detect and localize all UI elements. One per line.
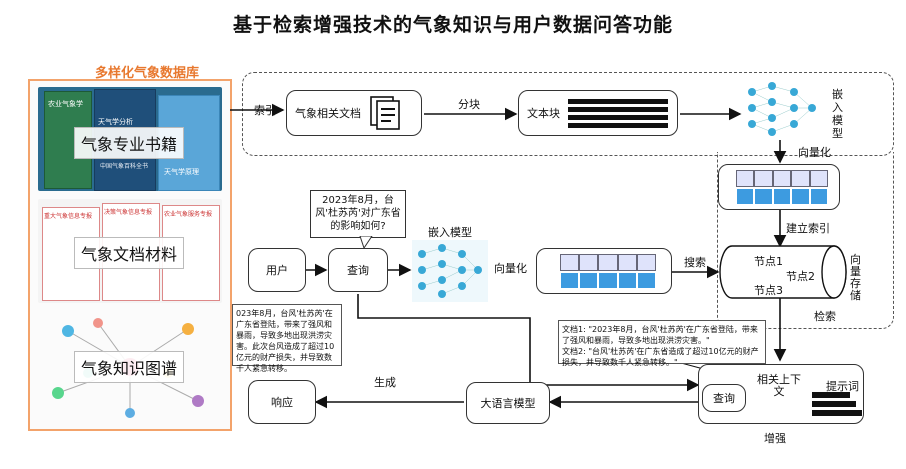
vector-store-label: 向量存储 bbox=[850, 253, 861, 302]
book-title: 天气学分析 bbox=[98, 118, 133, 126]
book-title: 农业气象学 bbox=[48, 100, 83, 108]
embedding-network-icon bbox=[412, 240, 488, 302]
augment-label: 增强 bbox=[764, 432, 786, 445]
vectorize-label-top: 向量化 bbox=[798, 146, 831, 159]
retrieve-label: 检索 bbox=[814, 310, 836, 323]
documents-label: 气象文档材料 bbox=[74, 237, 185, 269]
documents-icon bbox=[370, 96, 400, 130]
doc-title: 重大气象信息专报 bbox=[44, 213, 93, 220]
response-box: 响应 bbox=[248, 380, 316, 424]
augment-query-box: 查询 bbox=[702, 384, 746, 412]
node-3: 节点3 bbox=[754, 284, 783, 297]
database-heading: 多样化气象数据库 bbox=[95, 66, 200, 81]
node-1: 节点1 bbox=[754, 255, 783, 268]
prompt-bar bbox=[812, 401, 856, 407]
vector-row-dark bbox=[560, 272, 656, 289]
documents-image: 重大气象信息专报 决策气象信息专报 农业气象服务专报 气象文档材料 bbox=[38, 199, 222, 303]
retrieved-documents-note: 文档1: "2023年8月，台风'杜苏芮'在广东省登陆，带来了强风和暴雨，导致多… bbox=[558, 320, 766, 367]
vector-store-cylinder bbox=[719, 245, 847, 299]
knowledge-graph-image: 气象知识图谱 bbox=[38, 313, 222, 421]
answer-note: 023年8月，台风'杜苏芮'在广东省登陆，带来了强风和暴雨，导致多地出现洪涝灾害… bbox=[232, 304, 342, 373]
vector-row-light bbox=[560, 254, 656, 271]
query-box: 查询 bbox=[328, 248, 388, 292]
related-documents-box: 气象相关文档 bbox=[286, 90, 422, 136]
vector-store-region bbox=[717, 152, 894, 329]
context-label: 相关上下文 bbox=[757, 373, 801, 398]
chunk-label: 分块 bbox=[458, 98, 480, 111]
text-block-lines bbox=[568, 98, 668, 128]
book-title: 天气学原理 bbox=[164, 168, 199, 176]
book-title: 中国气象百科全书 bbox=[100, 163, 149, 170]
prompt-bar bbox=[812, 410, 862, 416]
embed-model-label-mid: 嵌入模型 bbox=[428, 226, 472, 239]
question-bubble-tail bbox=[359, 236, 373, 250]
embed-model-label-top: 嵌入模型 bbox=[832, 88, 843, 140]
vectorize-label-mid: 向量化 bbox=[494, 262, 527, 275]
vector-row-light bbox=[736, 170, 828, 187]
books-label: 气象专业书籍 bbox=[74, 127, 185, 159]
text-block-box: 文本块 bbox=[518, 90, 678, 136]
user-box: 用户 bbox=[248, 248, 306, 292]
index-label: 索引 bbox=[254, 104, 276, 117]
generate-label: 生成 bbox=[374, 376, 396, 389]
prompt-label: 提示词 bbox=[826, 380, 859, 393]
doc-title: 决策气象信息专报 bbox=[104, 209, 153, 216]
database-panel: 农业气象学 天气学分析 天气学原理 中国气象百科全书 气象专业书籍 重大气象信息… bbox=[28, 79, 232, 431]
text-block-label: 文本块 bbox=[527, 107, 560, 120]
indexing-region bbox=[242, 72, 894, 156]
doc-title: 农业气象服务专报 bbox=[164, 211, 213, 218]
vector-row-dark bbox=[736, 188, 828, 205]
question-bubble: 2023年8月，台风'杜苏芮'对广东省的影响如何? bbox=[310, 190, 406, 238]
build-index-label: 建立索引 bbox=[786, 222, 830, 235]
related-documents-label: 气象相关文档 bbox=[295, 107, 361, 120]
search-label: 搜索 bbox=[684, 256, 706, 269]
page-title: 基于检索增强技术的气象知识与用户数据问答功能 bbox=[232, 14, 673, 36]
books-image: 农业气象学 天气学分析 天气学原理 中国气象百科全书 气象专业书籍 bbox=[38, 87, 222, 191]
llm-box: 大语言模型 bbox=[466, 382, 550, 424]
knowledge-graph-label: 气象知识图谱 bbox=[74, 351, 185, 383]
prompt-bar bbox=[812, 392, 850, 398]
embedding-network-icon bbox=[748, 82, 816, 136]
node-2: 节点2 bbox=[786, 270, 815, 283]
